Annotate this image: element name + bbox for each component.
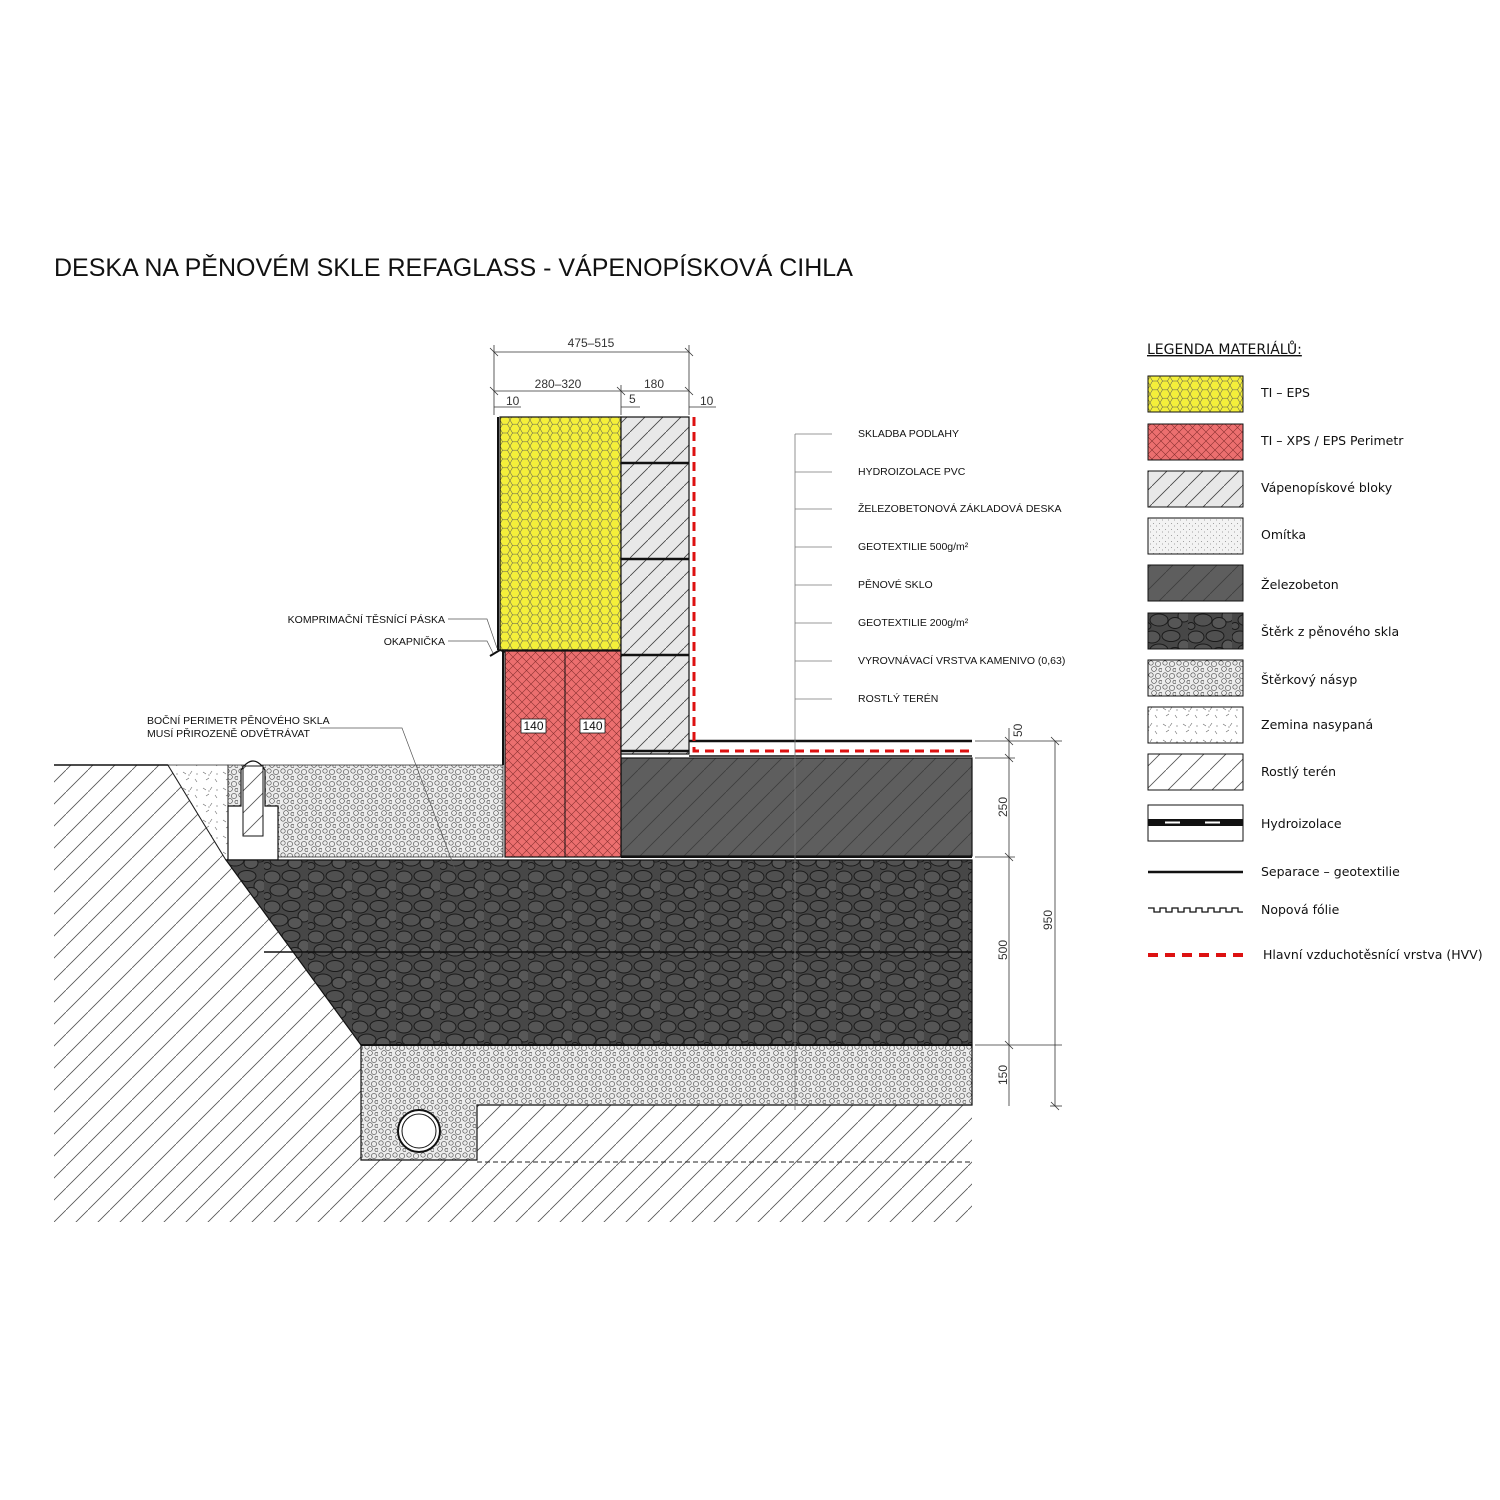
legend-item: TI – EPS [1260, 385, 1310, 400]
legend-swatch-eps [1147, 375, 1244, 413]
legend-item: Hlavní vzduchotěsnící vrstva (HVV) [1263, 947, 1483, 962]
dim-block-width: 180 [644, 377, 664, 391]
legend-swatch-foam-glass [1147, 612, 1244, 650]
top-dimensions [489, 345, 716, 415]
right-dimensions [975, 728, 1062, 1111]
air-barrier-hvv [692, 417, 972, 753]
note-drip-edge: OKAPNIČKA [384, 635, 445, 648]
drip-edge [489, 648, 506, 657]
legend-swatch-backfill [1147, 706, 1244, 744]
layer-label: GEOTEXTILIE 500g/m² [858, 541, 969, 553]
drain-pipe-inner [401, 1113, 437, 1149]
legend-swatch-concrete [1147, 564, 1244, 602]
legend-item: Železobeton [1261, 577, 1339, 592]
dim-total-depth: 950 [1041, 910, 1055, 930]
dim-gap-right: 10 [700, 394, 714, 408]
layer-label: ROSTLÝ TERÉN [858, 692, 938, 705]
note-side-perimeter-line2: MUSÍ PŘIROZENĚ ODVĚTRÁVAT [147, 727, 311, 740]
dim-top-offset: 50 [1011, 723, 1025, 737]
xps-left-tag-box [520, 718, 547, 734]
layer-label: ŽELEZOBETONOVÁ ZÁKLADOVÁ DESKA [858, 502, 1061, 515]
eps-insulation [499, 416, 622, 651]
legend-item: Štěrk z pěnového skla [1261, 624, 1399, 639]
xps-right-tag-box [579, 718, 606, 734]
legend-swatch-xps [1147, 423, 1244, 461]
layer-label: PĚNOVÉ SKLO [858, 578, 933, 591]
section-detail: 140 140 [54, 416, 973, 1222]
xps-right-dim: 140 [582, 719, 602, 733]
legend-swatch-waterproofing [1147, 804, 1244, 842]
natural-ground [54, 765, 972, 1222]
xps-perimeter [504, 650, 622, 858]
xps-left-dim: 140 [523, 719, 543, 733]
note-compression-tape: KOMPRIMAČNÍ TĚSNÍCÍ PÁSKA [288, 613, 445, 626]
legend-item: Separace – geotextilie [1261, 864, 1400, 879]
legend-item: TI – XPS / EPS Perimetr [1260, 433, 1404, 448]
drain-pipe [397, 1109, 441, 1153]
dim-slab: 250 [996, 797, 1010, 817]
layer-callout: SKLADBA PODLAHY HYDROIZOLACE PVC ŽELEZOB… [794, 428, 1065, 1110]
dim-total-width: 475–515 [568, 336, 615, 350]
vent-pipe [242, 765, 264, 837]
legend-swatch-dimple-foil [1148, 907, 1243, 913]
legend-item: Zemina nasypaná [1261, 717, 1373, 732]
drawing-title: DESKA NA PĚNOVÉM SKLE REFAGLASS - VÁPENO… [54, 253, 853, 282]
layer-label: HYDROIZOLACE PVC [858, 466, 966, 478]
legend-item: Vápenopískové bloky [1261, 480, 1393, 495]
sand-lime-wall [620, 416, 690, 755]
legend-item: Hydroizolace [1261, 816, 1342, 831]
layer-label: VYROVNÁVACÍ VRSTVA KAMENIVO (0,63) [858, 654, 1065, 667]
dim-gap-left: 10 [506, 394, 520, 408]
concrete-slab [620, 757, 973, 857]
legend-item: Rostlý terén [1261, 764, 1336, 779]
dim-insulation-width: 280–320 [535, 377, 582, 391]
materials-legend: LEGENDA MATERIÁLŮ: TI – EPS TI – XPS / E… [1147, 340, 1483, 962]
legend-item: Štěrkový násyp [1261, 672, 1357, 687]
legend-title: LEGENDA MATERIÁLŮ: [1147, 340, 1302, 358]
layer-label: SKLADBA PODLAHY [858, 428, 959, 440]
layer-label: GEOTEXTILIE 200g/m² [858, 617, 969, 629]
legend-swatch-gravel [1147, 659, 1244, 697]
dim-foam-glass: 500 [996, 940, 1010, 960]
legend-item: Nopová fólie [1261, 902, 1340, 917]
dim-gap-mid: 5 [629, 392, 636, 406]
legend-swatch-plaster [1147, 517, 1244, 555]
legend-item: Omítka [1261, 527, 1306, 542]
legend-swatch-blocks [1147, 470, 1244, 508]
note-side-perimeter-line1: BOČNÍ PERIMETR PĚNOVÉHO SKLA [147, 714, 330, 727]
legend-swatch-natural-ground [1147, 753, 1244, 791]
dim-gravel: 150 [996, 1065, 1010, 1085]
left-notes: KOMPRIMAČNÍ TĚSNÍCÍ PÁSKA OKAPNIČKA BOČN… [147, 613, 498, 870]
